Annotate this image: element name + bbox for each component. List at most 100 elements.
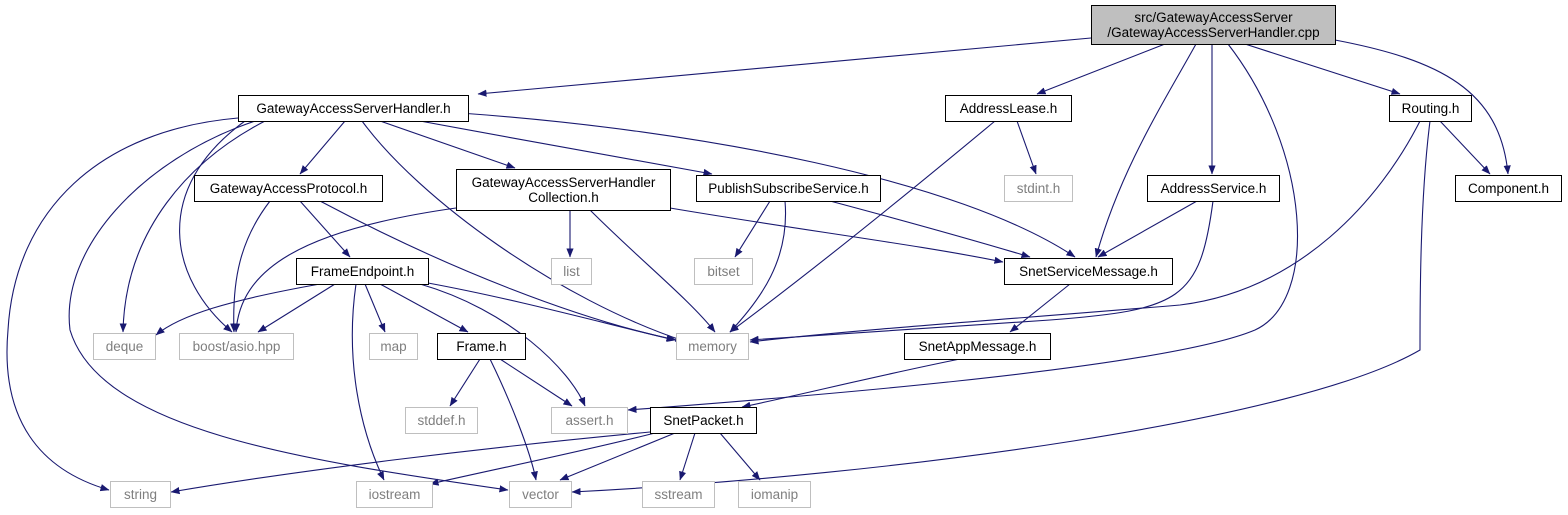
edge-frameep-to-memory: [427, 282, 676, 342]
edge-frameep-to-asio: [257, 283, 336, 333]
node-label: PublishSubscribeService.h: [708, 181, 869, 196]
node-root[interactable]: src/GatewayAccessServer/GatewayAccessSer…: [1091, 5, 1336, 45]
node-label: string: [124, 487, 157, 502]
node-component[interactable]: Component.h: [1455, 175, 1562, 202]
node-label: AddressService.h: [1161, 181, 1267, 196]
node-snetpacket[interactable]: SnetPacket.h: [650, 407, 757, 434]
edge-ssm-to-sam: [1009, 283, 1071, 333]
node-box: [179, 333, 294, 360]
edge-frame-to-stddef: [449, 358, 481, 407]
node-ssm[interactable]: SnetServiceMessage.h: [1004, 258, 1173, 285]
node-label: stddef.h: [417, 413, 465, 428]
edge-gash_h-to-gashc: [379, 120, 516, 169]
node-assert: assert.h: [551, 407, 628, 434]
node-box: [369, 333, 418, 360]
node-box: [1389, 95, 1472, 122]
node-asio: boost/asio.hpp: [179, 333, 294, 360]
node-label: src/GatewayAccessServer: [1134, 10, 1293, 25]
edge-gash_h-to-memory: [361, 120, 685, 342]
node-label: GatewayAccessServerHandler: [472, 175, 656, 190]
node-label: SnetPacket.h: [663, 413, 743, 428]
edge-gash_h-to-gap: [299, 120, 346, 175]
node-label: vector: [522, 487, 559, 502]
node-string: string: [110, 481, 171, 508]
node-box: [110, 481, 171, 508]
edge-gash_h-to-vector: [68, 120, 509, 493]
node-label: FrameEndpoint.h: [311, 264, 415, 279]
node-gap[interactable]: GatewayAccessProtocol.h: [194, 175, 383, 202]
node-label: iomanip: [751, 487, 798, 502]
edge-gashc-to-ssm: [669, 207, 1004, 264]
node-box: [456, 169, 671, 211]
node-label: SnetServiceMessage.h: [1019, 264, 1158, 279]
node-frame[interactable]: Frame.h: [437, 333, 526, 360]
edge-routing-to-component: [1439, 120, 1491, 175]
node-routing[interactable]: Routing.h: [1389, 95, 1472, 122]
edge-pss-to-memory: [729, 200, 787, 333]
node-box: [437, 333, 526, 360]
node-box: [356, 481, 433, 508]
edge-gashc-to-asio: [232, 207, 457, 333]
node-addresslease[interactable]: AddressLease.h: [945, 95, 1072, 122]
edge-root-to-routing: [1244, 43, 1401, 95]
node-label: sstream: [654, 487, 702, 502]
node-stdint: stdint.h: [1004, 175, 1073, 202]
node-label: GatewayAccessServerHandler.h: [256, 101, 450, 116]
node-box: [405, 407, 478, 434]
node-deque: deque: [93, 333, 156, 360]
edge-frameep-to-iostream: [351, 283, 385, 481]
node-box: [296, 258, 429, 285]
edge-snetpacket-to-vector: [559, 432, 676, 481]
node-label: SnetAppMessage.h: [919, 339, 1037, 354]
edge-snetpacket-to-string: [170, 431, 651, 495]
node-sam[interactable]: SnetAppMessage.h: [904, 333, 1051, 360]
edge-root-to-gash_h: [477, 37, 1092, 97]
edge-gash_h-to-asio: [179, 120, 246, 333]
node-label: stdint.h: [1017, 181, 1061, 196]
edge-addresslease-to-stdint: [1016, 120, 1037, 175]
edge-frame-to-vector: [489, 358, 538, 481]
edge-pss-to-ssm: [829, 200, 1031, 258]
node-label: boost/asio.hpp: [193, 339, 281, 354]
edge-snetpacket-to-sstream: [679, 432, 696, 481]
edges-layer: [6, 37, 1511, 496]
edge-gap-to-asio: [230, 200, 271, 333]
node-map: map: [369, 333, 418, 360]
edge-gash_h-to-pss: [419, 120, 713, 176]
edge-routing-to-vector: [571, 120, 1431, 496]
edge-addresssvc-to-memory: [749, 200, 1214, 343]
edge-sam-to-snetpacket: [741, 358, 961, 409]
node-label: /GatewayAccessServerHandler.cpp: [1107, 25, 1319, 40]
node-label: deque: [106, 339, 144, 354]
node-pss[interactable]: PublishSubscribeService.h: [696, 175, 881, 202]
node-box: [93, 333, 156, 360]
node-label: assert.h: [565, 413, 613, 428]
edge-frameep-to-deque: [155, 283, 321, 336]
node-box: [194, 175, 383, 202]
node-box: [238, 95, 469, 122]
node-gash_h[interactable]: GatewayAccessServerHandler.h: [238, 95, 469, 122]
edge-frame-to-assert: [499, 358, 573, 407]
node-box: [904, 333, 1051, 360]
edge-gash_h-to-string: [6, 117, 239, 492]
edge-snetpacket-to-iomanip: [719, 432, 761, 481]
node-label: map: [380, 339, 406, 354]
node-sstream: sstream: [642, 481, 715, 508]
edge-snetpacket-to-iostream: [429, 432, 656, 486]
edge-gash_h-to-ssm: [459, 112, 1076, 258]
node-label: Component.h: [1468, 181, 1549, 196]
node-box: [551, 407, 628, 434]
node-label: Collection.h: [528, 190, 599, 205]
node-stddef: stddef.h: [405, 407, 478, 434]
node-box: [1004, 258, 1173, 285]
nodes-layer: src/GatewayAccessServer/GatewayAccessSer…: [93, 5, 1562, 508]
node-list: list: [551, 258, 592, 285]
node-addresssvc[interactable]: AddressService.h: [1147, 175, 1280, 202]
node-box: [642, 481, 715, 508]
node-frameep[interactable]: FrameEndpoint.h: [296, 258, 429, 285]
node-iostream: iostream: [356, 481, 433, 508]
node-box: [694, 258, 753, 285]
edge-root-to-component: [1334, 39, 1511, 175]
node-label: memory: [688, 339, 737, 354]
